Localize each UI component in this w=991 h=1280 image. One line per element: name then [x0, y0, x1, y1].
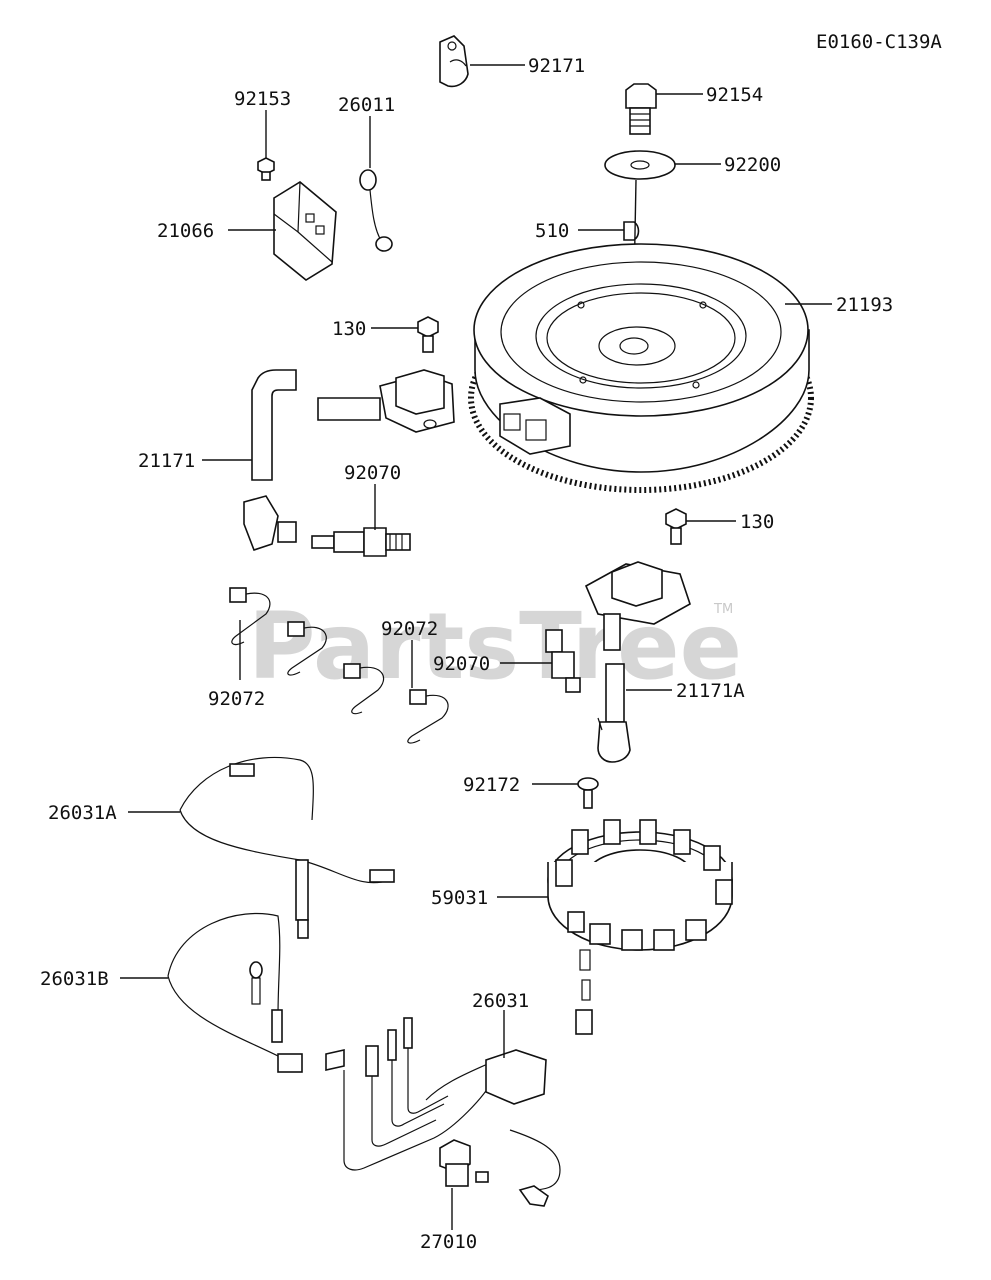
part-21193-flywheel[interactable]	[468, 243, 814, 493]
label-27010[interactable]: 27010	[420, 1231, 477, 1253]
label-26031B[interactable]: 26031B	[40, 968, 109, 990]
label-92072-right[interactable]: 92072	[381, 618, 438, 640]
label-21066[interactable]: 21066	[157, 220, 214, 242]
label-92153[interactable]: 92153	[234, 88, 291, 110]
part-510-key[interactable]	[623, 221, 640, 241]
part-92072-clip-3[interactable]	[343, 663, 384, 715]
label-92200[interactable]: 92200	[724, 154, 781, 176]
part-130-bolt-right[interactable]	[665, 508, 687, 545]
part-21171A-ignition-coil[interactable]	[584, 561, 691, 763]
label-26031A[interactable]: 26031A	[48, 802, 117, 824]
label-92172[interactable]: 92172	[463, 774, 520, 796]
label-92070-right[interactable]: 92070	[433, 653, 490, 675]
diagram-code: E0160-C139A	[816, 31, 942, 53]
part-92200-washer[interactable]	[604, 150, 676, 180]
part-27010-switch[interactable]	[439, 1139, 489, 1187]
part-92072-clip-1[interactable]	[229, 587, 271, 646]
part-92072-clip-4[interactable]	[407, 689, 449, 744]
part-130-bolt-top[interactable]	[417, 316, 439, 353]
label-130-top[interactable]: 130	[332, 318, 366, 340]
part-92070-spark-plug-top[interactable]	[311, 527, 411, 557]
part-26011-lead[interactable]	[359, 169, 393, 252]
part-26031A-harness[interactable]	[179, 756, 395, 939]
label-26011[interactable]: 26011	[338, 94, 395, 116]
label-92070-top[interactable]: 92070	[344, 462, 401, 484]
part-92172-screw[interactable]	[577, 777, 599, 809]
part-26031B-harness[interactable]	[167, 912, 303, 1073]
part-21066-regulator[interactable]	[273, 181, 337, 281]
part-92072-clip-2[interactable]	[287, 621, 327, 676]
part-92070-spark-plug-right[interactable]	[545, 629, 603, 731]
part-92153-screw[interactable]	[257, 157, 275, 181]
label-510[interactable]: 510	[535, 220, 569, 242]
label-21171A[interactable]: 21171A	[676, 680, 745, 702]
part-26031-harness[interactable]	[325, 1017, 561, 1207]
part-59031-stator[interactable]	[547, 819, 733, 1035]
label-92072-left[interactable]: 92072	[208, 688, 265, 710]
label-59031[interactable]: 59031	[431, 887, 488, 909]
part-92171-clamp[interactable]	[439, 35, 469, 88]
part-21171-ignition-coil[interactable]	[243, 369, 455, 552]
label-92171[interactable]: 92171	[528, 55, 585, 77]
label-21193[interactable]: 21193	[836, 294, 893, 316]
label-130-right[interactable]: 130	[740, 511, 774, 533]
label-92154[interactable]: 92154	[706, 84, 763, 106]
part-92154-bolt[interactable]	[625, 83, 657, 135]
label-21171[interactable]: 21171	[138, 450, 195, 472]
watermark-trademark: TM	[713, 602, 733, 617]
label-26031[interactable]: 26031	[472, 990, 529, 1012]
